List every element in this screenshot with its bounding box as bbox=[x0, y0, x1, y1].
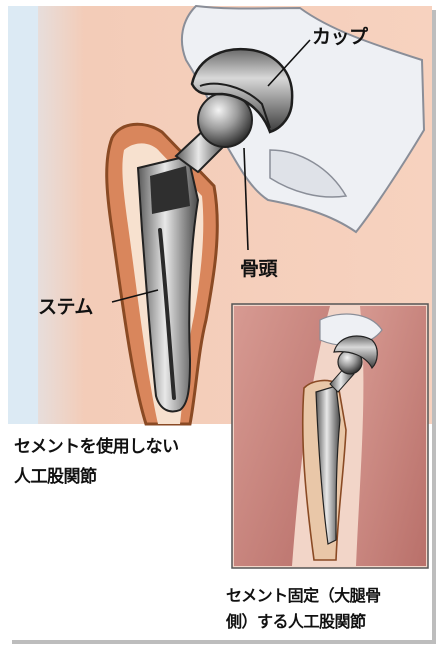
left-tint-band bbox=[8, 6, 38, 424]
right-shadow bbox=[432, 10, 436, 640]
cup-label: カップ bbox=[312, 22, 368, 49]
stem-label: ステム bbox=[38, 292, 93, 319]
left-caption-line1: セメントを使用しない bbox=[14, 432, 179, 457]
right-caption-line1: セメント固定（大腿骨 bbox=[226, 582, 381, 606]
left-caption-line2: 人工股関節 bbox=[14, 462, 97, 487]
right-caption-line2: 側）する人工股関節 bbox=[226, 608, 366, 632]
bottom-shadow bbox=[12, 640, 436, 644]
femoral-head-label: 骨頭 bbox=[240, 254, 277, 281]
inset-illustration bbox=[232, 304, 428, 568]
